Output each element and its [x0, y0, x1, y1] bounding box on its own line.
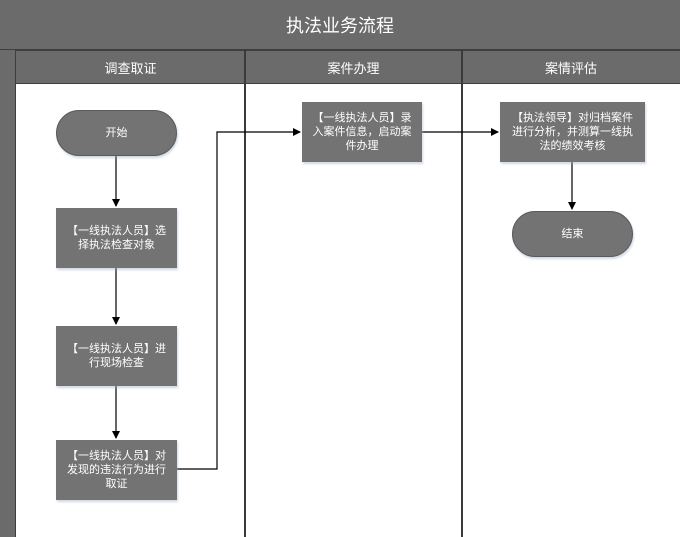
process-onsite-check: 【一线执法人员】进 行现场检查: [56, 326, 177, 386]
connector-evidence-to-record: [176, 128, 301, 470]
diagram-title: 执法业务流程: [0, 0, 680, 50]
lane-divider: [461, 50, 463, 537]
lane-divider: [244, 50, 246, 537]
lane-header-investigation: 调查取证: [16, 50, 245, 84]
lane-header-case-evaluation: 案情评估: [462, 50, 680, 84]
end-node: 结束: [512, 211, 633, 257]
lane-header-case-handling: 案件办理: [245, 50, 462, 84]
process-record-case: 【一线执法人员】录 入案件信息，启动案 件办理: [302, 102, 422, 162]
process-analyze-case: 【执法领导】对归档案件 进行分析，并测算一线执 法的绩效考核: [500, 102, 645, 162]
process-select-target: 【一线执法人员】选 择执法检查对象: [56, 208, 177, 268]
left-margin-strip: [0, 50, 16, 537]
start-node: 开始: [56, 110, 177, 156]
process-collect-evidence: 【一线执法人员】对 发现的违法行为进行 取证: [56, 440, 177, 500]
